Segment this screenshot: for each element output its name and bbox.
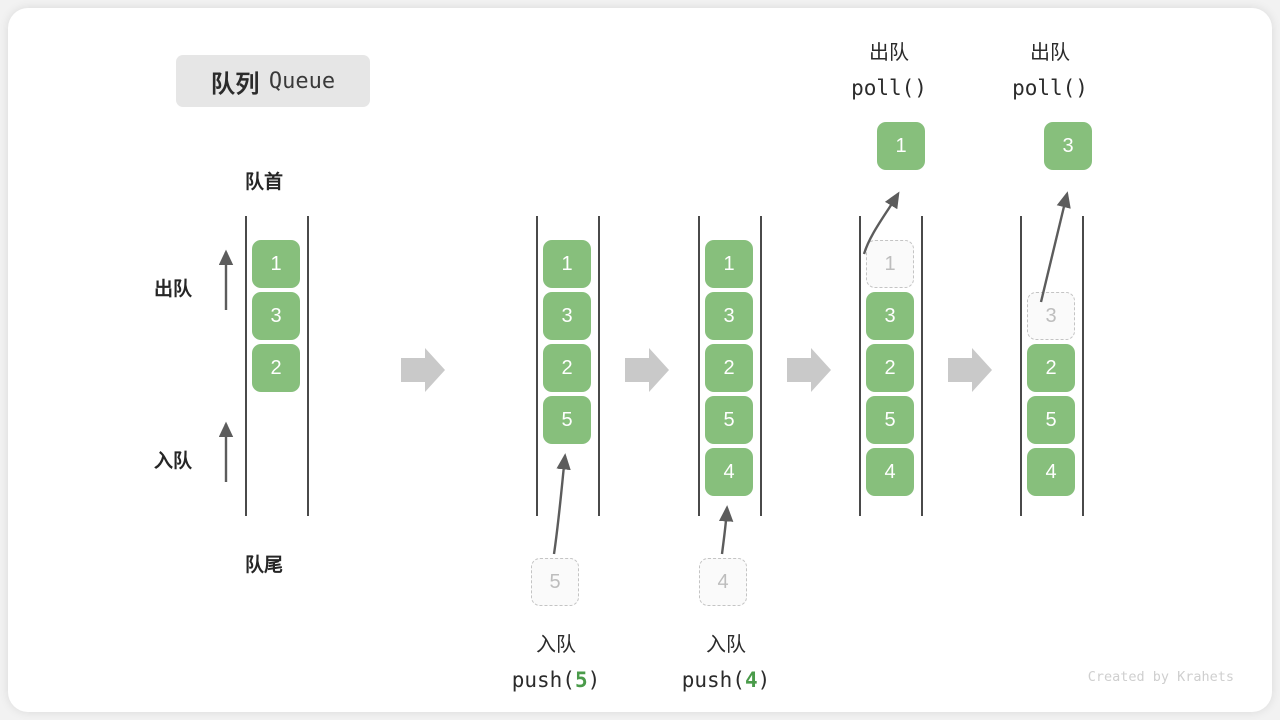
step-chevron-icon: [948, 348, 992, 392]
step-chevron-icon: [787, 348, 831, 392]
queue-cell: 1: [252, 240, 300, 288]
push-5-arrow: [552, 453, 571, 555]
queue-cell: 4: [866, 448, 914, 496]
queue-cell: 2: [705, 344, 753, 392]
queue-cell: 3: [543, 292, 591, 340]
queue-rail-left-step5: [1020, 216, 1022, 516]
diagram-title-badge: 队列 Queue: [176, 55, 370, 107]
poll-3-caption: 出队 poll(): [965, 36, 1135, 106]
step-chevron-icon: [625, 348, 669, 392]
queue-cell: 1: [543, 240, 591, 288]
queue-cell: 5: [866, 396, 914, 444]
poll-3-arrow: [1039, 191, 1071, 303]
queue-cell: 2: [252, 344, 300, 392]
push-4-caption: 入队 push(4): [616, 628, 836, 698]
queue-cell: 3: [705, 292, 753, 340]
queue-cell: 1: [866, 240, 914, 288]
queue-cell: 2: [543, 344, 591, 392]
poll-3-caption-code: poll(): [1012, 76, 1088, 100]
title-chinese: 队列: [210, 70, 260, 98]
queue-rear-label: 队尾: [245, 555, 284, 576]
queue-rail-right-step5: [1082, 216, 1084, 516]
step-chevron-icon: [401, 348, 445, 392]
push-5-caption: 入队 push(5): [446, 628, 666, 698]
queue-cell: 2: [866, 344, 914, 392]
queue-rail-left-step2: [536, 216, 538, 516]
queue-cell: 4: [1027, 448, 1075, 496]
queue-rail-left-step4: [859, 216, 861, 516]
queue-cell: 4: [705, 448, 753, 496]
queue-cell: 5: [705, 396, 753, 444]
poll-1-caption-code: poll(): [851, 76, 927, 100]
queue-rail-right-step3: [760, 216, 762, 516]
queue-rail-right-step1: [307, 216, 309, 516]
queue-cell: 1: [705, 240, 753, 288]
poll-1-caption-cn: 出队: [869, 42, 909, 64]
push-4-arrow: [718, 505, 734, 555]
queue-cell: 5: [543, 396, 591, 444]
incoming-ghost-cell: 4: [699, 558, 747, 606]
push-4-caption-cn: 入队: [706, 634, 746, 656]
queue-cell: 3: [1027, 292, 1075, 340]
diagram-card: 队列 Queue 队首 队尾 出队 入队 1 3 2 1 3 2 5 5 入队 …: [8, 8, 1272, 712]
queue-rail-right-step2: [598, 216, 600, 516]
outgoing-cell: 3: [1044, 122, 1092, 170]
queue-front-label: 队首: [245, 172, 284, 193]
queue-cell: 5: [1027, 396, 1075, 444]
credit-text: Created by Krahets: [1087, 669, 1234, 685]
outgoing-cell: 1: [877, 122, 925, 170]
queue-cell: 3: [866, 292, 914, 340]
poll-1-caption: 出队 poll(): [804, 36, 974, 106]
queue-rail-right-step4: [921, 216, 923, 516]
incoming-ghost-cell: 5: [531, 558, 579, 606]
enqueue-legend-label: 入队: [154, 451, 193, 472]
push-5-caption-cn: 入队: [536, 634, 576, 656]
queue-cell: 3: [252, 292, 300, 340]
poll-3-caption-cn: 出队: [1030, 42, 1070, 64]
queue-rail-left-step1: [245, 216, 247, 516]
queue-rail-left-step3: [698, 216, 700, 516]
push-4-caption-code: push(4): [681, 668, 771, 692]
queue-cell: 2: [1027, 344, 1075, 392]
title-english: Queue: [268, 68, 336, 94]
arrow-overlay: [218, 191, 1071, 555]
dequeue-legend-label: 出队: [154, 279, 193, 300]
push-5-caption-code: push(5): [511, 668, 601, 692]
